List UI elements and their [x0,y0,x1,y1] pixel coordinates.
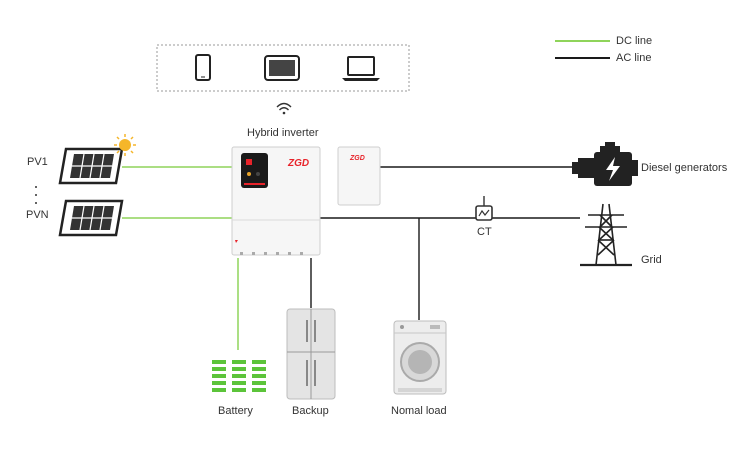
phone-icon [195,54,211,81]
inverter-brand-logo: ZGD [287,158,309,169]
laptop-icon [342,56,380,81]
inverter-screen [241,153,268,188]
battery-icon [212,360,266,392]
dc-lines [122,166,239,350]
hybrid-inverter-label: Hybrid inverter [247,127,319,139]
solar-panel-pvn [58,199,124,237]
auxiliary-brand-logo: ZGD [349,155,365,162]
devices-box [156,44,410,92]
ac-lines [310,166,580,320]
washing-machine-icon [393,320,447,395]
solar-panel-pv1 [58,147,124,185]
engine-icon [572,142,638,186]
legend-ac-label: AC line [616,52,652,64]
monitoring-devices [156,44,410,92]
ct-label: CT [477,226,492,238]
ct-sensor-icon [475,196,493,221]
tablet-icon [264,55,300,81]
normal-load-label: Nomal load [391,405,447,417]
hybrid-inverter: ZGD [231,146,321,256]
refrigerator-icon [286,308,336,400]
grid-label: Grid [641,254,662,266]
legend-dc-label: DC line [616,35,653,47]
pvn-label: PVN [26,209,49,221]
diesel-generators-label: Diesel generators [641,162,728,174]
transmission-tower-icon [580,203,632,267]
pv-ellipsis-dots [35,186,37,204]
sun-icon [114,134,136,156]
backup-label: Backup [292,405,329,417]
pv1-label: PV1 [27,156,48,168]
battery-label: Battery [218,405,253,417]
zgd-auxiliary-unit: ZGD [337,146,381,206]
legend [555,40,610,59]
wifi-icon [276,102,292,115]
